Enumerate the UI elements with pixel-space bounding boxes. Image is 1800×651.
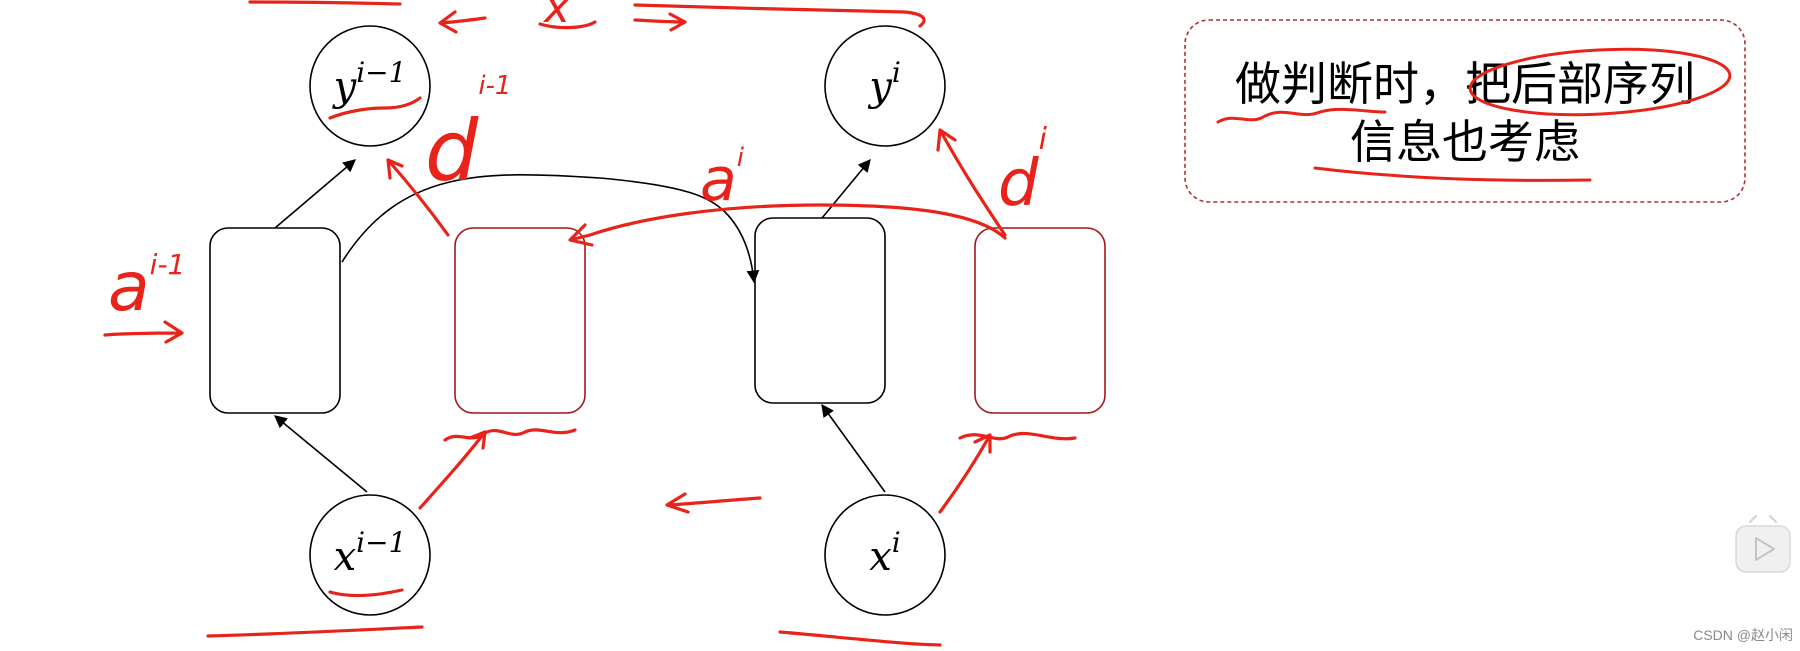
d-prev-label: di-1	[425, 71, 511, 200]
red-labels: x ai-1 di-1 ai di	[108, 0, 1048, 327]
d-prev-sup: i-1	[478, 71, 511, 101]
node-y-cur-circle	[824, 25, 946, 147]
arrow-cell-to-ycur	[821, 159, 871, 219]
xprev-underline	[328, 588, 404, 598]
a-cur-sup: i	[737, 143, 745, 173]
a-prev-sup: i-1	[150, 248, 186, 281]
y-cur-label: yi	[867, 56, 901, 110]
red-annotations	[103, 0, 1077, 647]
top-squiggle	[538, 20, 597, 30]
forward-cell-cur	[754, 217, 886, 404]
watermark: CSDN @赵小闲	[1693, 627, 1793, 643]
x-cur-sup: i	[892, 526, 901, 559]
d-cur-sup: i	[1039, 122, 1048, 157]
a-cur-label: ai	[700, 143, 745, 215]
note-box: 做判断时，把后部序列 信息也考虑	[1184, 19, 1746, 203]
xcur-to-backward-arrow	[938, 433, 992, 514]
play-button-bg[interactable]	[1735, 525, 1791, 573]
note-underline-2	[1313, 166, 1592, 182]
squiggle-under-backward-cur	[958, 431, 1077, 441]
backward-cells	[454, 227, 1106, 414]
note-line-2: 信息也考虑	[1350, 115, 1580, 169]
forward-cell-prev	[209, 227, 341, 414]
top-arrow-right	[633, 12, 687, 32]
x-prev-label: xi−1	[334, 526, 407, 580]
backward-cell-prev	[454, 227, 586, 414]
y-cur-base: y	[867, 64, 893, 110]
printed-diagram	[209, 25, 946, 616]
note-red-marks	[1216, 47, 1732, 182]
play-button-ears	[1749, 515, 1777, 523]
backward-cell-cur	[974, 227, 1106, 414]
a-prev-label: ai-1	[108, 248, 185, 327]
node-labels: yi−1 yi xi−1 xi	[332, 56, 901, 580]
node-x-cur-circle	[824, 494, 946, 616]
play-button[interactable]	[1735, 515, 1791, 573]
note-line-1: 做判断时，把后部序列	[1235, 57, 1695, 111]
xprev-to-backward-arrow	[418, 430, 487, 510]
x-cur-base: x	[869, 534, 892, 580]
arrow-xcur-to-cell	[821, 403, 886, 493]
bottom-middle-arrow	[665, 492, 762, 514]
xcur-baseline	[778, 630, 942, 647]
top-x-label: x	[542, 0, 571, 33]
arrow-forward-activation	[341, 173, 760, 284]
a-cur-base: a	[700, 145, 737, 215]
yprev-underline	[328, 96, 422, 120]
top-arrow-left	[438, 10, 487, 34]
y-prev-sup: i−1	[356, 56, 406, 89]
x-cur-label: xi	[869, 526, 901, 580]
node-x-prev-circle	[309, 494, 431, 616]
y-prev-label: yi−1	[332, 56, 407, 110]
x-prev-base: x	[334, 534, 357, 580]
ai-backward-arrow	[568, 203, 1007, 247]
note-underline-1	[1216, 107, 1387, 124]
di-arrow	[936, 128, 1007, 237]
y-prev-base: y	[332, 64, 358, 110]
arrow-cell-to-yprev	[274, 159, 356, 229]
top-stroke-left	[248, 0, 402, 6]
d-cur-base: d	[998, 147, 1039, 221]
play-icon	[1755, 537, 1775, 561]
note-circle	[1468, 47, 1732, 117]
y-cur-sup: i	[892, 56, 901, 89]
top-long-stroke	[633, 3, 926, 28]
note-border	[1184, 19, 1746, 203]
arrow-xprev-to-cell	[274, 415, 368, 493]
d-cur-label: di	[998, 122, 1048, 221]
x-prev-sup: i−1	[356, 526, 406, 559]
a-prev-base: a	[108, 248, 150, 327]
aprev-arrow	[103, 320, 184, 344]
squiggle-under-backward-prev	[443, 428, 577, 442]
dprev-arrow	[386, 158, 450, 237]
d-prev-base: d	[425, 102, 479, 200]
xprev-baseline	[206, 625, 424, 638]
